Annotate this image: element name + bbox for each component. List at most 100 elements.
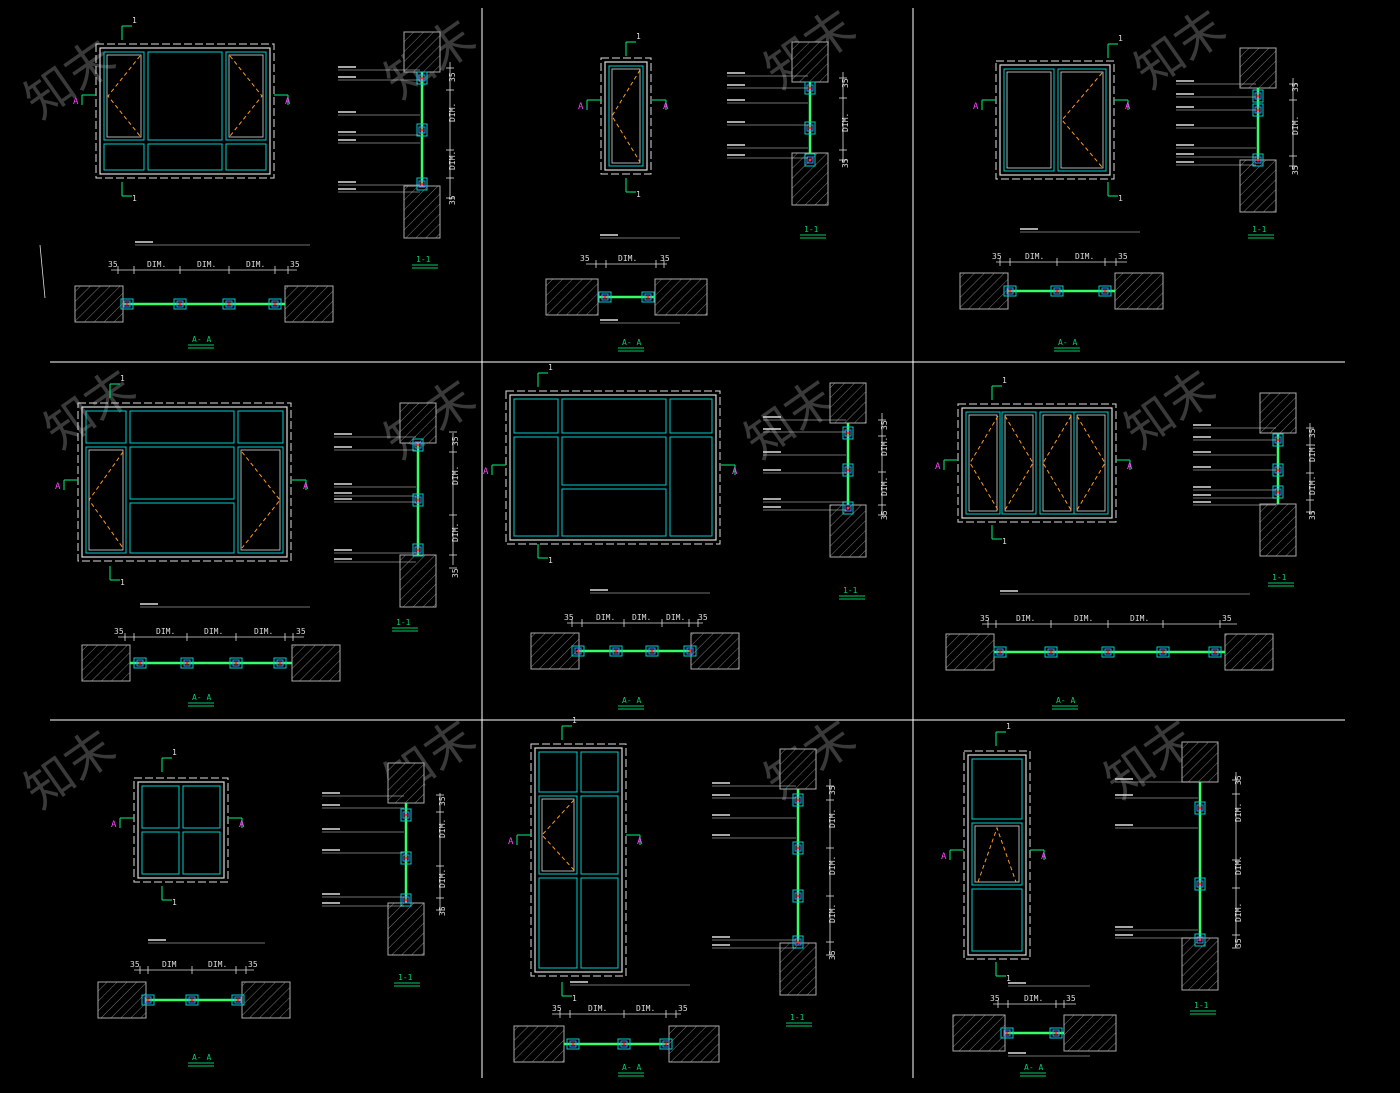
glass-bead <box>1004 414 1034 512</box>
sash-frame <box>1039 411 1075 515</box>
dimension-label: 35 <box>438 796 447 806</box>
frame-profile-node <box>141 994 155 1006</box>
dimension-label: DIM. <box>596 613 615 622</box>
glass-bead <box>240 449 281 551</box>
section-marker-1: 1 <box>121 16 137 40</box>
dimension-label: 35 <box>1234 938 1243 948</box>
glass-bead <box>1060 71 1104 169</box>
gasket <box>1106 650 1110 654</box>
rect <box>580 795 619 875</box>
leader-notes <box>1008 982 1090 1057</box>
rect <box>400 893 412 907</box>
wall-section-hatch <box>1063 1014 1117 1052</box>
rect <box>571 645 585 657</box>
rect <box>237 410 284 444</box>
rect <box>141 785 180 829</box>
wall-section-hatch <box>791 152 829 206</box>
sash-frame <box>538 795 578 875</box>
sash-frame <box>1057 68 1107 172</box>
dimension-label: DIM. <box>1025 252 1044 261</box>
leader-notes <box>148 939 265 944</box>
rect <box>609 645 623 657</box>
section-title-text: A- A <box>1058 338 1077 347</box>
rect <box>1053 287 1061 295</box>
frame-profile-node <box>273 657 287 669</box>
rect <box>641 291 655 303</box>
rect <box>129 410 235 444</box>
frame-profile-node <box>416 177 428 191</box>
wall-section-hatch <box>513 1025 565 1063</box>
rough-opening-outline <box>133 777 229 883</box>
frame-profile-node <box>804 121 816 135</box>
rect <box>620 1040 628 1048</box>
rect <box>1211 648 1219 656</box>
frame-profile-node <box>1049 1027 1063 1039</box>
dimension-label: 35 <box>448 72 457 82</box>
gasket <box>1055 289 1059 293</box>
gasket <box>646 295 650 299</box>
frame-profile-node <box>1272 485 1284 499</box>
rect <box>229 657 243 669</box>
section-marker-1: 1 <box>109 566 125 587</box>
leader-notes <box>727 72 808 159</box>
opening-direction-line <box>1061 72 1103 168</box>
section-marker-1: 1 <box>161 748 177 772</box>
rect <box>794 892 802 900</box>
section-marker-letter: A <box>941 852 947 862</box>
wall-section-hatch <box>829 382 867 424</box>
rough-opening-outline <box>995 60 1115 180</box>
section-marker-a: A <box>626 834 643 847</box>
gasket <box>796 940 800 944</box>
section-marker-1: 1 <box>625 178 641 199</box>
rect <box>1000 1027 1014 1039</box>
opening-direction-line <box>107 55 141 137</box>
section-title-text: 1-1 <box>1194 1001 1209 1010</box>
rect <box>1006 287 1014 295</box>
rect <box>1196 936 1204 944</box>
dimension-label: 35 <box>564 613 574 622</box>
section-title: 1-1 <box>800 225 826 239</box>
rect <box>792 935 804 949</box>
gasket <box>1213 650 1217 654</box>
wall-section-hatch <box>241 981 291 1019</box>
leader-notes <box>1193 424 1276 506</box>
dimension-label: DIM. <box>1130 614 1149 623</box>
gasket <box>1103 289 1107 293</box>
frame-profile-node <box>659 1038 673 1050</box>
dimension-label: DIM. <box>1234 803 1243 822</box>
frame-profile-node <box>792 935 804 949</box>
wall-section-hatch <box>690 632 740 670</box>
gasket <box>273 302 277 306</box>
gasket <box>796 894 800 898</box>
section-marker-a: A <box>483 464 506 477</box>
opening-direction-line <box>241 451 281 549</box>
gasket <box>185 661 189 665</box>
gasket <box>278 661 282 665</box>
gasket <box>1276 468 1280 472</box>
wall-section-hatch <box>403 185 441 239</box>
section-marker-a: A <box>578 99 601 112</box>
rough-opening-outline <box>530 743 627 977</box>
rect <box>268 298 282 310</box>
section-marker-number: 1 <box>172 898 177 907</box>
section-title: A- A <box>1054 338 1080 352</box>
rect <box>794 938 802 946</box>
section-title: A- A <box>188 1053 214 1067</box>
rect <box>971 888 1023 952</box>
wall-section-hatch <box>97 981 147 1019</box>
wall-section-hatch <box>959 272 1009 310</box>
dimension-label: 35 <box>698 613 708 622</box>
section-title-text: A- A <box>622 696 641 705</box>
section-marker-1: 1 <box>1107 182 1123 203</box>
section-title-text: 1-1 <box>804 225 819 234</box>
